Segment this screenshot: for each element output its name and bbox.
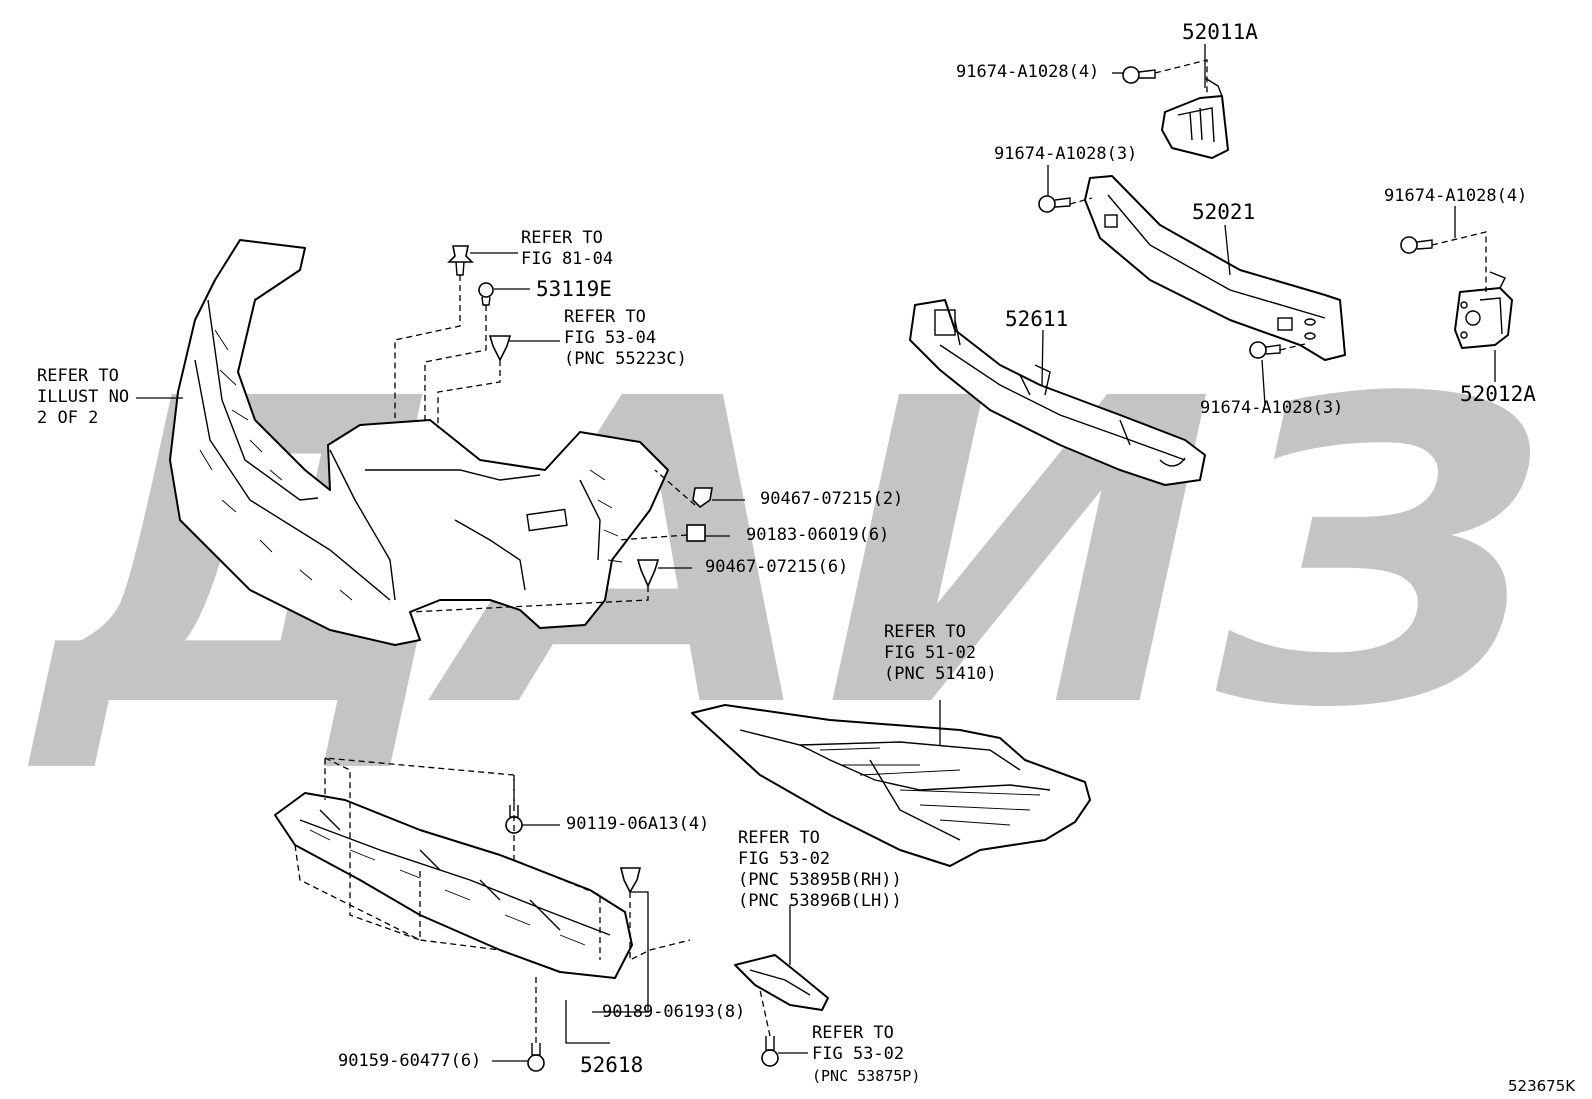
callout-refer-fig-53-04[interactable]: REFER TO FIG 53-04 (PNC 55223C) xyxy=(564,307,687,369)
callout-refer-illust[interactable]: REFER TO ILLUST NO 2 OF 2 xyxy=(37,366,130,428)
callout-clip-2[interactable]: 90183-06019(6) xyxy=(746,525,890,545)
leader-lines xyxy=(136,44,1496,1062)
screw-icon xyxy=(761,1036,779,1067)
engine-under-cover-upper xyxy=(691,704,1091,867)
part-52611-shape xyxy=(909,299,1206,486)
clip-icon xyxy=(488,335,512,362)
callout-refer-fig-53-02-b[interactable]: REFER TO FIG 53-02 xyxy=(812,1023,905,1064)
bolt-icon xyxy=(1400,236,1433,254)
callout-pnc-53875p[interactable]: (PNC 53875P) xyxy=(812,1067,921,1085)
front-bumper-cover xyxy=(169,239,669,646)
callout-bolt-top[interactable]: 91674-A1028(4) xyxy=(956,62,1100,82)
clip-icon xyxy=(619,867,642,894)
callout-clip-3[interactable]: 90467-07215(6) xyxy=(705,557,849,577)
screw-icon xyxy=(527,1043,545,1072)
part-52021-shape xyxy=(1084,175,1346,361)
bolt-icon xyxy=(1249,341,1281,359)
callout-bolt-mid[interactable]: 91674-A1028(3) xyxy=(994,144,1138,164)
part-number-52011A[interactable]: 52011A xyxy=(1182,20,1258,44)
part-number-52021[interactable]: 52021 xyxy=(1192,200,1256,224)
callout-clip-1[interactable]: 90467-07215(2) xyxy=(760,489,904,509)
nut-clip-icon xyxy=(686,524,706,542)
part-52012A-shape xyxy=(1454,271,1513,349)
callout-refer-fig-81-04[interactable]: REFER TO FIG 81-04 xyxy=(521,228,614,269)
part-number-52611[interactable]: 52611 xyxy=(1005,307,1069,331)
callout-bolt-lower[interactable]: 91674-A1028(3) xyxy=(1200,398,1344,418)
callout-bolt-right[interactable]: 91674-A1028(4) xyxy=(1384,186,1528,206)
clip-icon xyxy=(692,487,713,509)
clip-icon xyxy=(478,282,494,306)
part-52011A-shape xyxy=(1161,77,1229,159)
side-splash-shield xyxy=(734,954,829,1011)
assembly-lines xyxy=(294,59,1487,1043)
part-number-52012A[interactable]: 52012A xyxy=(1460,382,1536,406)
clip-icon xyxy=(447,245,474,276)
part-52618-shape xyxy=(274,792,633,979)
callout-screw-2[interactable]: 90159-60477(6) xyxy=(338,1051,482,1071)
part-number-53119E[interactable]: 53119E xyxy=(536,277,612,301)
bolt-icon xyxy=(1122,66,1156,84)
part-number-52618[interactable]: 52618 xyxy=(580,1053,644,1077)
bolt-icon xyxy=(1038,195,1071,213)
callout-clip-4[interactable]: 90189-06193(8) xyxy=(602,1002,746,1022)
figure-code: 523675K xyxy=(1508,1077,1576,1095)
callout-refer-fig-51-02[interactable]: REFER TO FIG 51-02 (PNC 51410) xyxy=(884,622,997,684)
callout-screw-1[interactable]: 90119-06A13(4) xyxy=(566,814,710,834)
callout-refer-fig-53-02-a[interactable]: REFER TO FIG 53-02 (PNC 53895B(RH)) (PNC… xyxy=(738,828,902,911)
clip-icon xyxy=(636,559,660,588)
